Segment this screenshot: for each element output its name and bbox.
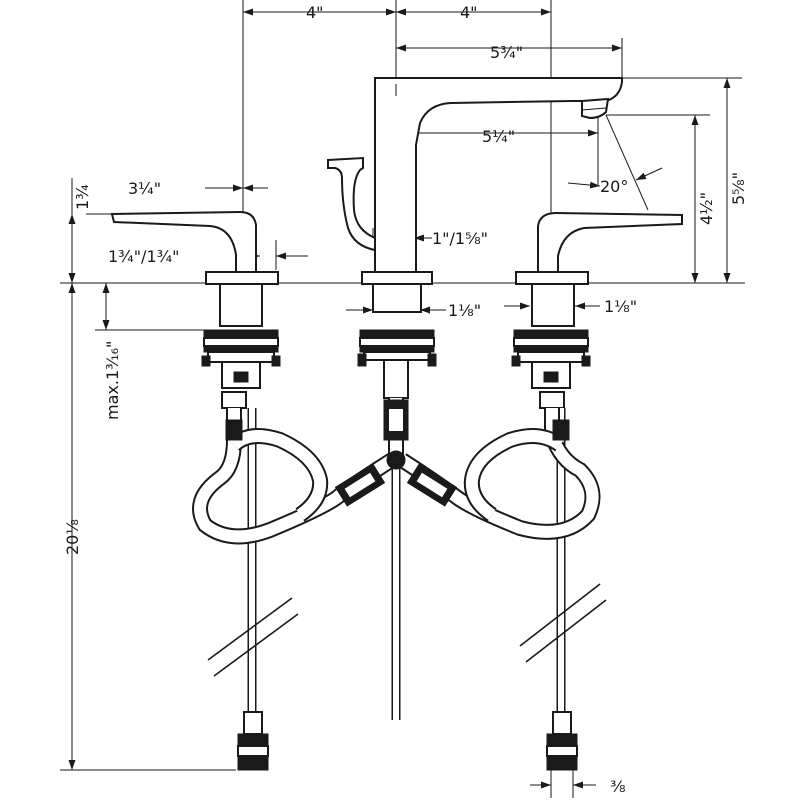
left-mounting-nut: [201, 329, 281, 409]
drain-lever: [327, 156, 376, 252]
label-outlet-height: 4½": [697, 192, 716, 225]
left-handle: [110, 210, 279, 327]
spout-body: [374, 77, 623, 273]
supply-pipes: [207, 398, 607, 740]
hose-crimp-fittings: [225, 419, 570, 507]
label-spout-angle: 20°: [600, 177, 628, 196]
label-shank-center: 1⅛": [448, 301, 481, 320]
label-supply-connection: ⅜: [610, 777, 626, 796]
label-total-height-supply: 20⅛: [63, 519, 82, 555]
center-mounting-nut: [357, 329, 437, 399]
center-hose: [383, 398, 409, 470]
label-handle-spacing-right: 4": [460, 3, 478, 22]
label-spout-inner-reach: 5¼": [482, 127, 515, 146]
label-max-deck-thickness: max.1³⁄₁₆": [103, 341, 122, 420]
supply-fittings: [237, 711, 578, 771]
right-mounting-nut: [511, 329, 591, 409]
label-handle-height: 1¾: [73, 184, 92, 210]
label-handle-projection: 1¾"/1¾": [108, 247, 179, 266]
label-spout-offset: 1"/1⅝": [432, 229, 488, 248]
label-shank-right: 1⅛": [604, 297, 637, 316]
dimension-labels: 4" 4" 5¾" 5¼" 20° 4½" 5⅝" 1¾ 3¼" 1¾"/1¾"…: [63, 3, 748, 796]
dimension-lines: [68, 8, 731, 789]
label-spout-reach: 5¾": [490, 43, 523, 62]
label-total-height: 5⅝": [729, 172, 748, 205]
spout-base: [361, 271, 433, 313]
right-handle: [515, 211, 683, 327]
label-handle-spacing-left: 4": [306, 3, 324, 22]
label-handle-length: 3¼": [128, 179, 161, 198]
